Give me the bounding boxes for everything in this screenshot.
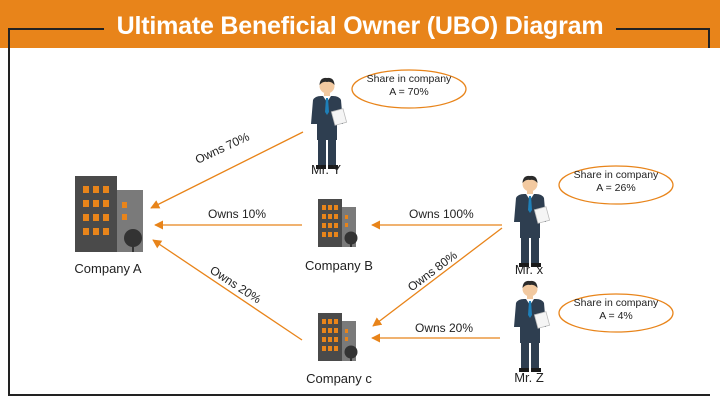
mr-x-label: Mr. x	[514, 262, 544, 277]
mr-z-label: Mr. Z	[514, 370, 544, 385]
edge-label-b-to-a: Owns 10%	[208, 207, 267, 221]
mr-z-person-icon	[513, 280, 551, 373]
title-band	[0, 0, 720, 8]
company-a-building-icon	[75, 176, 143, 252]
speech-bubble-icon	[351, 69, 467, 109]
edge-y-to-a	[150, 131, 304, 209]
mr-x-share-callout: Share in company A = 26%	[557, 164, 675, 206]
company-c-label: Company c	[306, 371, 372, 386]
edge-label-z-to-c: Owns 20%	[415, 321, 474, 335]
mr-z-share-callout: Share in company A = 4%	[557, 292, 675, 334]
mr-z-share-line2: A = 4%	[599, 310, 633, 322]
mr-z-share-line1: Share in company	[573, 297, 659, 309]
company-b-label: Company B	[305, 258, 373, 273]
page-title: Ultimate Beneficial Owner (UBO) Diagram	[116, 11, 604, 40]
mr-y-label: Mr. Y	[310, 162, 342, 177]
mr-y-share-line1: Share in company	[366, 73, 452, 85]
mr-x-share-line1: Share in company	[573, 169, 659, 181]
speech-bubble-icon	[558, 165, 674, 205]
edge-x-to-c	[372, 227, 503, 327]
edge-c-to-a	[152, 239, 303, 341]
edge-label-x-to-b: Owns 100%	[409, 207, 474, 221]
mr-y-share-callout: Share in company A = 70%	[350, 68, 468, 110]
mr-x-share-line2: A = 26%	[596, 182, 636, 194]
company-a-label: Company A	[74, 261, 142, 276]
company-c-building-icon	[318, 313, 358, 361]
mr-y-person-icon	[310, 77, 348, 170]
company-b-building-icon	[318, 199, 358, 247]
mr-x-person-icon	[513, 175, 551, 268]
speech-bubble-icon	[558, 293, 674, 333]
title-plate	[104, 6, 616, 46]
mr-y-share-line2: A = 70%	[389, 86, 429, 98]
